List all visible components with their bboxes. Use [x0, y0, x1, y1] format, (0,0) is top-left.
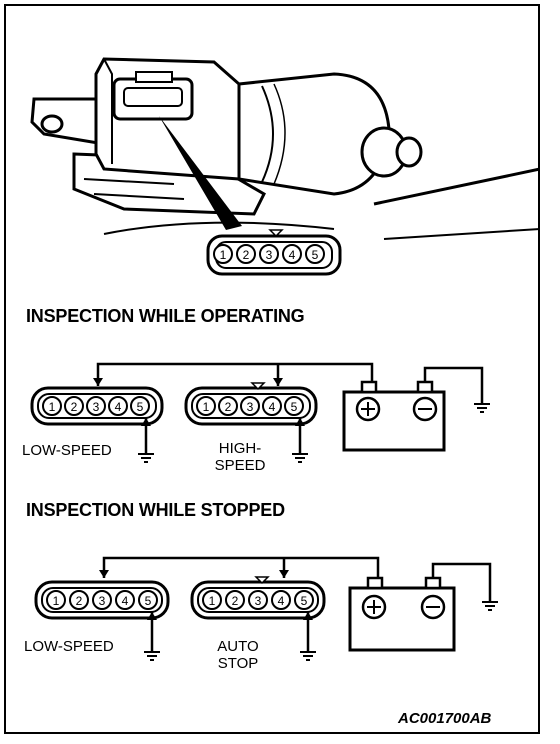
pin-5 — [294, 590, 314, 610]
pin-1 — [46, 590, 66, 610]
pin-2 — [218, 396, 238, 416]
pin-label: 4 — [122, 594, 129, 608]
pin-label: 2 — [232, 594, 239, 608]
pin-label: 1 — [53, 594, 60, 608]
pin-3 — [92, 590, 112, 610]
pin-label: 5 — [291, 400, 298, 414]
pin-4 — [115, 590, 135, 610]
pin-label: 1 — [209, 594, 216, 608]
closeup-pin-3 — [259, 244, 279, 264]
closeup-connector-pins: 1 2 3 4 5 — [213, 244, 325, 264]
pin-4 — [271, 590, 291, 610]
pin-label: 4 — [269, 400, 276, 414]
closeup-pin-1-label: 1 — [220, 248, 227, 262]
pin-2 — [69, 590, 89, 610]
pin-label: 5 — [301, 594, 308, 608]
pin-2 — [225, 590, 245, 610]
closeup-pin-5 — [305, 244, 325, 264]
closeup-pin-5-label: 5 — [312, 248, 319, 262]
pin-label: 3 — [99, 594, 106, 608]
pin-label: 1 — [49, 400, 56, 414]
pin-label: 3 — [247, 400, 254, 414]
closeup-pin-4-label: 4 — [289, 248, 296, 262]
pin-4 — [108, 396, 128, 416]
pin-3 — [248, 590, 268, 610]
pin-5 — [130, 396, 150, 416]
low-speed-connector-2: 1 2 3 4 5 — [46, 590, 158, 610]
pin-1 — [42, 396, 62, 416]
figure-frame — [4, 4, 540, 734]
pin-2 — [64, 396, 84, 416]
low-speed-label-1: LOW-SPEED — [22, 442, 112, 459]
pin-label: 2 — [71, 400, 78, 414]
figure-code: AC001700AB — [398, 710, 492, 727]
pin-3 — [86, 396, 106, 416]
low-speed-connector-1: 1 2 3 4 5 — [42, 396, 150, 416]
pin-label: 2 — [225, 400, 232, 414]
pin-label: 5 — [137, 400, 144, 414]
operating-section-title: INSPECTION WHILE OPERATING — [26, 306, 305, 326]
pin-5 — [138, 590, 158, 610]
closeup-pin-4 — [282, 244, 302, 264]
low-speed-label-2: LOW-SPEED — [24, 638, 114, 655]
high-speed-label-line1: HIGH- — [218, 440, 262, 457]
pin-4 — [262, 396, 282, 416]
auto-stop-label-line2: STOP — [217, 655, 259, 672]
high-speed-label-line2: SPEED — [214, 457, 266, 474]
pin-5 — [284, 396, 304, 416]
closeup-pin-3-label: 3 — [266, 248, 273, 262]
pin-1 — [202, 590, 222, 610]
pin-label: 3 — [255, 594, 262, 608]
high-speed-connector: 1 2 3 4 5 — [196, 396, 304, 416]
auto-stop-connector: 1 2 3 4 5 — [202, 590, 314, 610]
auto-stop-label-line1: AUTO — [217, 638, 259, 655]
pin-label: 5 — [145, 594, 152, 608]
pin-label: 1 — [203, 400, 210, 414]
stopped-section-title: INSPECTION WHILE STOPPED — [26, 500, 285, 520]
closeup-pin-2 — [236, 244, 256, 264]
pin-3 — [240, 396, 260, 416]
pin-1 — [196, 396, 216, 416]
pin-label: 4 — [278, 594, 285, 608]
pin-label: 2 — [76, 594, 83, 608]
closeup-pin-1 — [213, 244, 233, 264]
closeup-pin-2-label: 2 — [243, 248, 250, 262]
pin-label: 3 — [93, 400, 100, 414]
pin-label: 4 — [115, 400, 122, 414]
